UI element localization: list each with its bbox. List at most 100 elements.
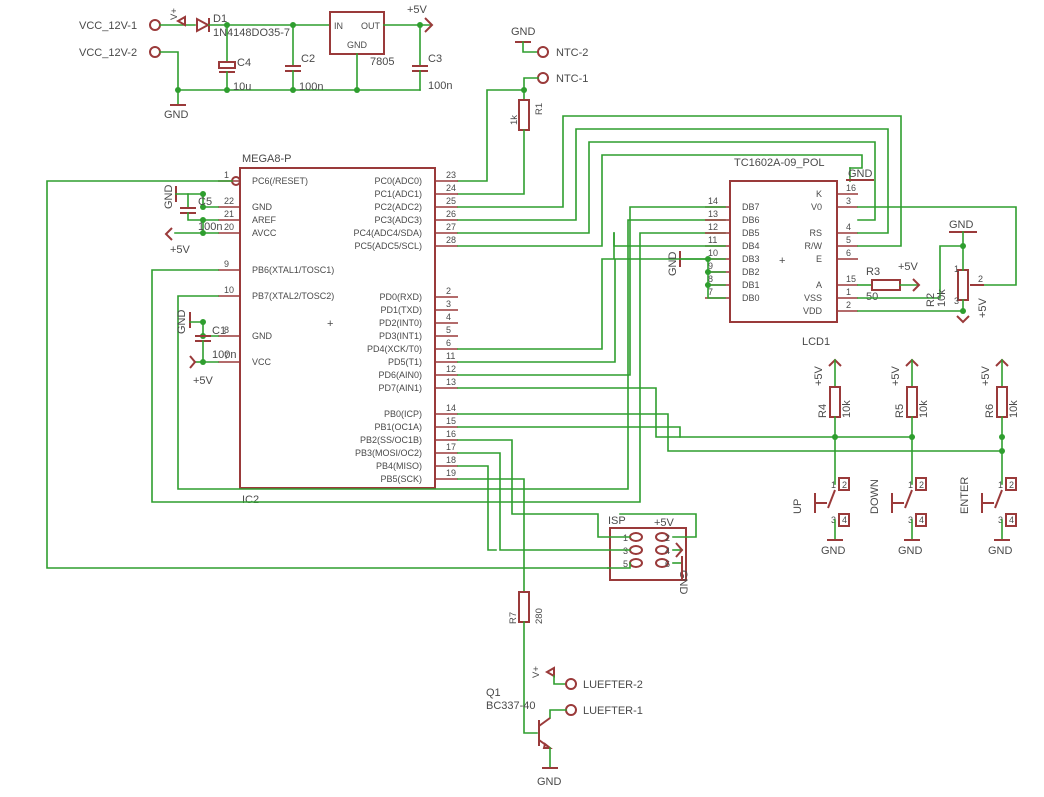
isp-pin xyxy=(655,545,669,555)
lcd-pin-name: DB6 xyxy=(742,215,760,225)
d1-value: 1N4148DO35-7 xyxy=(213,27,290,39)
mcu-pin-name: AREF xyxy=(252,215,277,225)
mcu-pin-name: PB6(XTAL1/TOSC1) xyxy=(252,265,334,275)
ntc2-label: NTC-2 xyxy=(556,47,588,59)
lcd-pin-number: 15 xyxy=(846,274,856,284)
mcu-pin-number: 1 xyxy=(224,170,229,180)
switch-pin-number: 2 xyxy=(1009,480,1014,490)
mcu-pin-name: PC2(ADC2) xyxy=(374,202,422,212)
mcu-pin-number: 26 xyxy=(446,209,456,219)
c4-value: 10u xyxy=(233,81,251,93)
switch-pin-number: 4 xyxy=(842,515,847,525)
mcu-pin-number: 6 xyxy=(446,338,451,348)
isp-pin-number: 4 xyxy=(665,546,670,556)
switch-pin-number: 1 xyxy=(908,480,913,490)
lcd-pin-name: RS xyxy=(809,228,822,238)
vplus-arrow-icon xyxy=(175,15,186,27)
mcu-pin-name: PD1(TXD) xyxy=(380,305,422,315)
fan-section: R7 280 V+ LUEFTER-2 LUEFTER-1 GND Q1 BC3… xyxy=(457,478,643,788)
button-res-value: 10k xyxy=(841,400,853,418)
power-supply-section: VCC_12V-1 VCC_12V-2 V+ GND D1 1N4148DO35… xyxy=(79,4,452,121)
mcu-pin-name: PC5(ADC5/SCL) xyxy=(354,241,422,251)
diode-d1-icon xyxy=(196,17,211,33)
mcu-pin-number: 11 xyxy=(446,351,455,361)
lcd-pin-number: 14 xyxy=(708,196,718,206)
button-res-value: 10k xyxy=(1008,400,1020,418)
mcu-gnd-label-bottom: GND xyxy=(176,310,188,335)
switch-pin-number: 4 xyxy=(919,515,924,525)
lcd-pin-number: 16 xyxy=(846,183,856,193)
v5-label-ps: +5V xyxy=(407,4,428,16)
button-v5-label: +5V xyxy=(813,365,825,386)
ntc2-connector xyxy=(537,46,549,58)
mcu-pin-number: 18 xyxy=(446,455,456,465)
c3-label: C3 xyxy=(428,53,442,65)
switch-icon xyxy=(994,489,1003,509)
mcu-pin-name: PD3(INT1) xyxy=(379,331,422,341)
reg-out-label: OUT xyxy=(361,21,381,31)
mcu-ref: IC2 xyxy=(242,494,259,506)
lcd-v5-label: +5V xyxy=(898,261,919,273)
mcu-pin-number: 12 xyxy=(446,364,456,374)
vcc2-label: VCC_12V-2 xyxy=(79,47,137,59)
mcu-pin-number: 14 xyxy=(446,403,456,413)
q1-value: BC337-40 xyxy=(486,700,536,712)
lcd-pin-name: DB4 xyxy=(742,241,760,251)
lcd-pin-name: DB1 xyxy=(742,280,760,290)
ntc1-label: NTC-1 xyxy=(556,73,588,85)
v5-arrow-icon xyxy=(675,542,684,558)
mcu-pin-name: AVCC xyxy=(252,228,277,238)
lcd-pin-name: DB3 xyxy=(742,254,760,264)
reg-in-label: IN xyxy=(334,21,343,31)
mcu-pin-number: 3 xyxy=(446,299,451,309)
mcu-pin-name: GND xyxy=(252,331,273,341)
mcu-pin-number: 28 xyxy=(446,235,456,245)
lcd-pin-number: 11 xyxy=(708,235,717,245)
lcd-pin-number: 7 xyxy=(708,287,713,297)
fan-gnd-label: GND xyxy=(537,776,562,788)
mcu-pin-name: PB2(SS/OC1B) xyxy=(360,435,422,445)
mcu-pin-name: PD0(RXD) xyxy=(379,292,422,302)
lcd-gnd-label: GND xyxy=(667,252,679,277)
lcd-pin-number: 10 xyxy=(708,248,718,258)
r7-label: R7 xyxy=(508,612,519,624)
mcu-pin-name: PB0(ICP) xyxy=(384,409,422,419)
reg-value: 7805 xyxy=(370,56,394,68)
gnd-label-ps: GND xyxy=(164,109,189,121)
mcu-pin-number: 21 xyxy=(224,209,234,219)
isp-pin-number: 2 xyxy=(665,533,670,543)
r2-gnd-label: GND xyxy=(949,219,974,231)
mcu-pin-name: PD7(AIN1) xyxy=(378,383,422,393)
ntc-gnd-label: GND xyxy=(511,26,536,38)
lcd-pin-name: DB0 xyxy=(742,293,760,303)
vcc1-connector xyxy=(149,19,161,31)
lcd-pin-number: 6 xyxy=(846,248,851,258)
button-res-label: R4 xyxy=(817,404,829,418)
mcu-pin-name: PD5(T1) xyxy=(388,357,422,367)
r3-label: R3 xyxy=(866,266,880,278)
mcu-pin-name: PB5(SCK) xyxy=(380,474,422,484)
lcd-pin-number: 2 xyxy=(846,300,851,310)
c1-value: 100n xyxy=(212,349,236,361)
isp-pin-number: 3 xyxy=(623,546,628,556)
isp-pin-number: 1 xyxy=(623,533,628,543)
mcu-pin-name: PB7(XTAL2/TOSC2) xyxy=(252,291,334,301)
mcu-pin-name: PB1(OC1A) xyxy=(374,422,422,432)
isp-header xyxy=(609,527,687,581)
isp-pin xyxy=(629,532,643,542)
mcu-v5-label-bottom: +5V xyxy=(193,375,214,387)
isp-v5-label: +5V xyxy=(654,517,675,529)
mcu-pin-number: 24 xyxy=(446,183,456,193)
vcc1-label: VCC_12V-1 xyxy=(79,20,137,32)
v5-arrow-icon xyxy=(956,315,970,324)
isp-gnd-label: GND xyxy=(677,570,689,595)
lcd-pin-name: VSS xyxy=(804,293,822,303)
svg-text:2: 2 xyxy=(978,274,983,284)
button-label: DOWN xyxy=(869,479,881,514)
lcd-pin-name: DB2 xyxy=(742,267,760,277)
mcu-pin-number: 16 xyxy=(446,429,456,439)
mcu-pin-number: 8 xyxy=(224,325,229,335)
svg-text:1: 1 xyxy=(954,264,959,274)
